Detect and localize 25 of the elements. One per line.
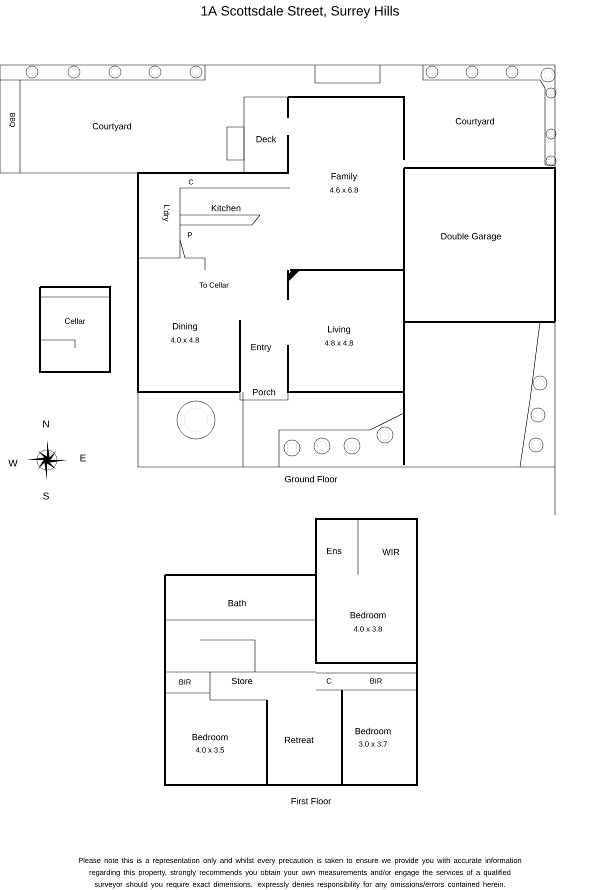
room-label: Living <box>328 326 350 334</box>
room-label: Entry <box>251 344 272 352</box>
title: 1A Scottsdale Street, Surrey Hills <box>202 6 399 18</box>
compass-letter: N <box>43 420 49 428</box>
floor-caption: Ground Floor <box>285 476 338 482</box>
room-label: Courtyard <box>456 118 494 126</box>
compass-letter: S <box>43 492 49 500</box>
room-label: Double Garage <box>441 232 501 242</box>
room-label: Kitchen <box>212 204 240 212</box>
floor-caption: First Floor <box>292 798 332 804</box>
room-label: Ens <box>327 548 342 554</box>
compass-letter: E <box>80 454 86 462</box>
room-label: Bath <box>228 600 246 606</box>
compass-letter: W <box>8 460 18 466</box>
room-label: Courtyard <box>92 122 132 132</box>
room-label: Store <box>232 678 252 684</box>
room-label: Deck <box>256 136 276 142</box>
room-label: Bedroom <box>356 728 391 734</box>
room-label: Retreat <box>285 736 314 744</box>
room-label: Bedroom <box>350 612 386 618</box>
room-label: Dining <box>173 322 198 332</box>
room-label: Porch <box>253 388 276 396</box>
room-label: Bedroom <box>192 734 228 740</box>
room-label: WIR <box>382 548 400 556</box>
room-label: Family <box>332 172 358 182</box>
